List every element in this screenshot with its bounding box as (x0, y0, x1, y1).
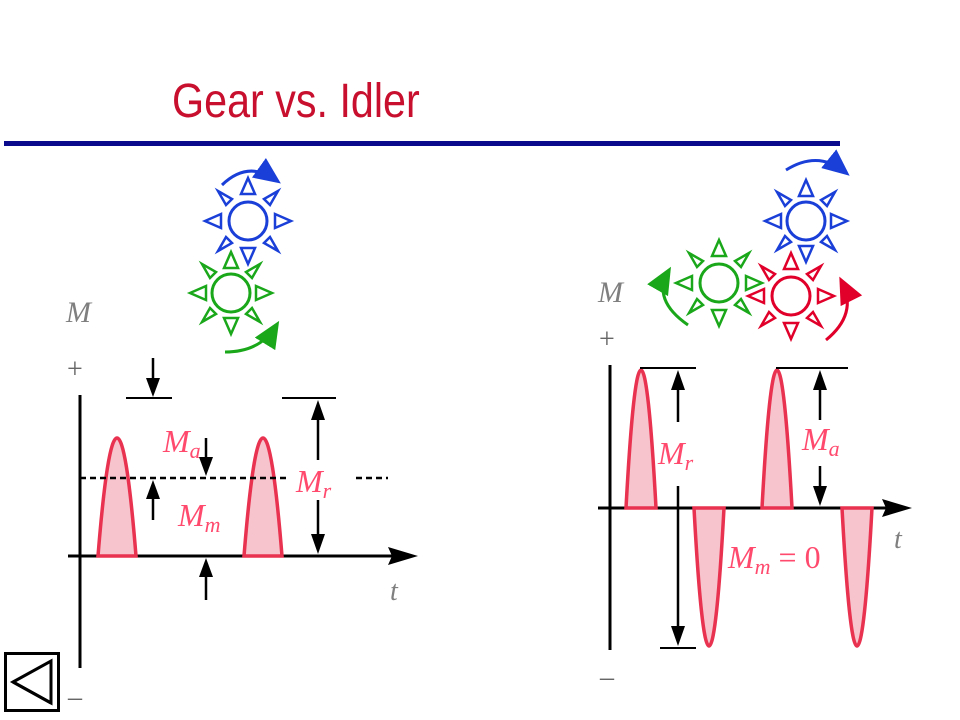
right-gear-blue (761, 176, 851, 266)
left-ma-mid-arrowhead (199, 457, 213, 476)
left-wave-pulse-1 (96, 436, 138, 558)
right-x-axis-arrowhead (882, 499, 912, 517)
right-plus-sign: + (599, 324, 615, 355)
slide-title: Gear vs. Idler (172, 75, 420, 128)
left-wave-pulse-2 (242, 436, 284, 558)
left-minus-sign: – (67, 682, 83, 713)
left-y-axis-label: M (65, 296, 93, 329)
right-t-label: t (894, 524, 903, 555)
right-ma-top-arrowhead (813, 370, 827, 390)
left-ma-label: Ma (162, 423, 201, 463)
left-mm-label: Mm (177, 497, 221, 537)
right-blue-rotation-arrow (785, 149, 850, 176)
right-wave-negative-1 (692, 506, 726, 648)
right-wave-positive-2 (760, 368, 794, 510)
right-wave-negative-2 (840, 506, 874, 648)
right-minus-sign: – (599, 662, 615, 693)
right-mm-label: Mm = 0 (727, 539, 821, 579)
left-blue-rotation-arrow (220, 158, 281, 187)
left-gear-green (186, 248, 276, 338)
right-ma-label: Ma (801, 421, 840, 461)
right-mr-label: Mr (657, 435, 694, 475)
title-divider (4, 141, 840, 146)
left-green-rotation-arrow (224, 320, 280, 354)
left-plus-sign: + (67, 354, 83, 385)
right-green-rotation-arrow (647, 266, 689, 327)
left-mr-bottom-arrowhead (311, 534, 325, 554)
right-mr-top-arrowhead (671, 370, 685, 390)
left-gear-blue (201, 174, 295, 268)
left-mm-top-arrowhead (146, 480, 160, 499)
right-wave-positive-1 (624, 368, 658, 510)
left-t-label: t (390, 576, 399, 607)
right-gear-red (744, 249, 838, 343)
left-x-axis-arrowhead (388, 547, 418, 565)
back-triangle-icon (9, 658, 53, 706)
left-ma-top-arrowhead (146, 378, 160, 397)
left-mr-top-arrowhead (311, 400, 325, 420)
right-mr-bottom-arrowhead (671, 626, 685, 646)
back-navigation-button[interactable] (4, 652, 60, 712)
right-gear-green (672, 236, 766, 330)
left-mr-label: Mr (295, 463, 332, 503)
right-red-rotation-arrow (825, 276, 863, 342)
right-ma-bottom-arrowhead (813, 486, 827, 506)
right-y-axis-label: M (597, 276, 625, 309)
left-mm-bottom-arrowhead (199, 558, 213, 577)
